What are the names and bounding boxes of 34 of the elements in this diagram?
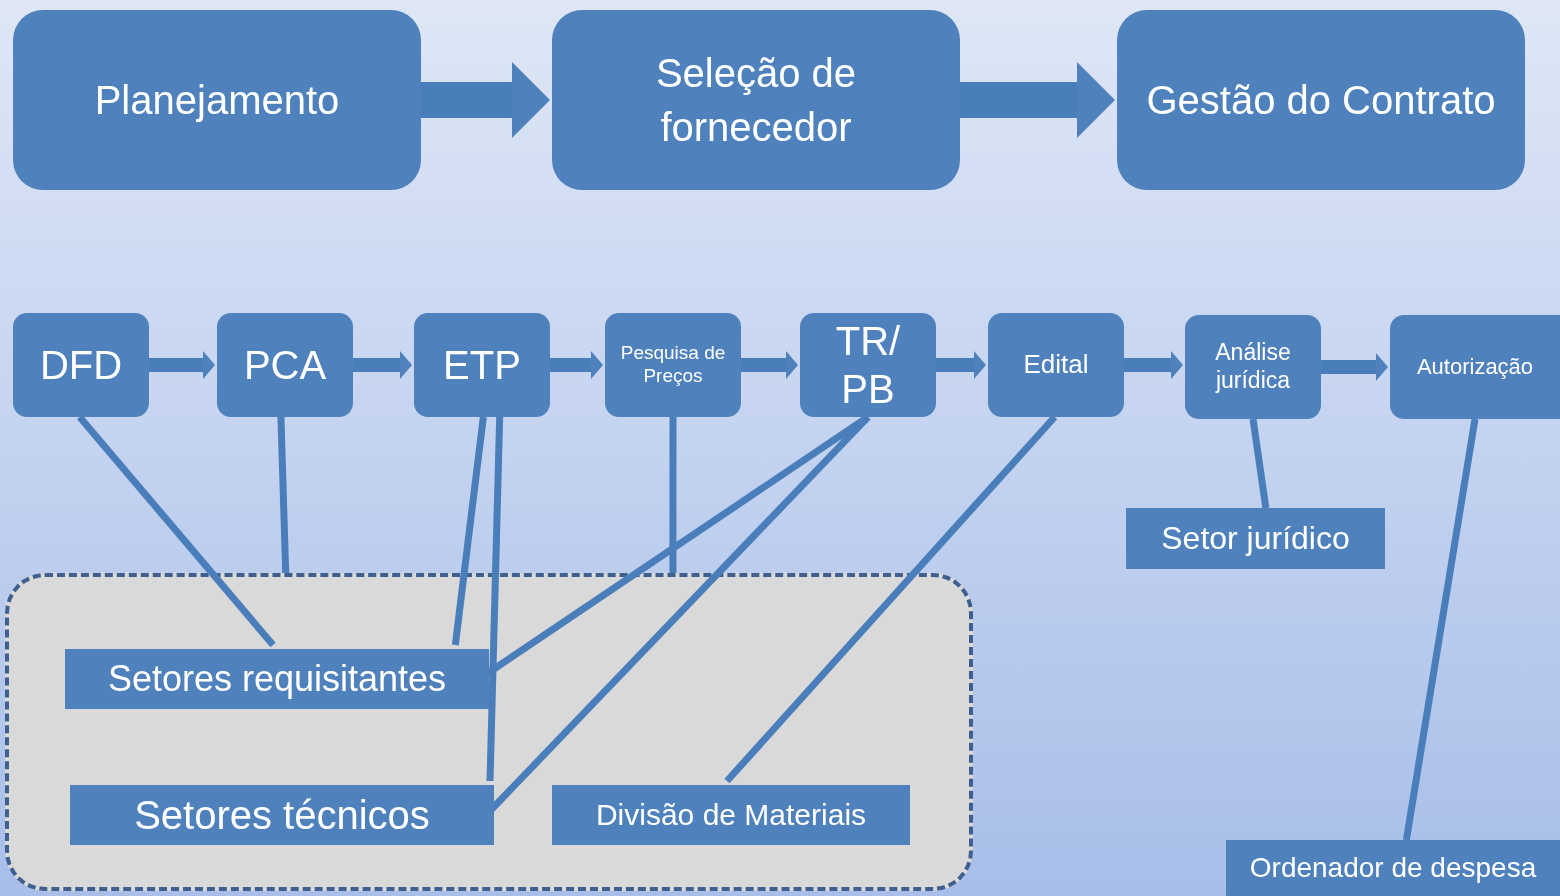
label-box: Divisão de Materiais — [552, 785, 910, 845]
process-box: ETP — [414, 313, 550, 417]
block-arrow — [960, 62, 1115, 138]
connector-line — [277, 416, 290, 574]
label-box: Setor jurídico — [1126, 508, 1385, 569]
process-box: Edital — [988, 313, 1124, 417]
block-arrow — [149, 351, 215, 379]
block-arrow — [741, 351, 798, 379]
process-box: Pesquisa de Preços — [605, 313, 741, 417]
block-arrow — [1124, 351, 1183, 379]
block-arrow — [936, 351, 986, 379]
process-box: Autorização — [1390, 315, 1560, 419]
process-box: Seleção de fornecedor — [552, 10, 960, 190]
connector-line — [724, 414, 1058, 784]
connector-line — [669, 417, 677, 573]
block-arrow — [421, 62, 550, 138]
connector-line — [451, 416, 487, 646]
connector-line — [1249, 418, 1270, 509]
process-box: Análise jurídica — [1185, 315, 1321, 419]
block-arrow — [550, 351, 603, 379]
label-box: Setores requisitantes — [65, 649, 489, 709]
dashed-group-box — [5, 573, 973, 891]
process-box: TR/ PB — [800, 313, 936, 417]
connector-line — [486, 416, 504, 782]
process-box: Planejamento — [13, 10, 421, 190]
process-box: DFD — [13, 313, 149, 417]
label-box: Setores técnicos — [70, 785, 494, 845]
block-arrow — [353, 351, 412, 379]
connector-line — [76, 414, 276, 648]
process-box: PCA — [217, 313, 353, 417]
block-arrow — [1321, 353, 1388, 381]
label-box: Ordenador de despesa — [1226, 840, 1560, 896]
connector-line — [1402, 418, 1479, 841]
process-box: Gestão do Contrato — [1117, 10, 1525, 190]
